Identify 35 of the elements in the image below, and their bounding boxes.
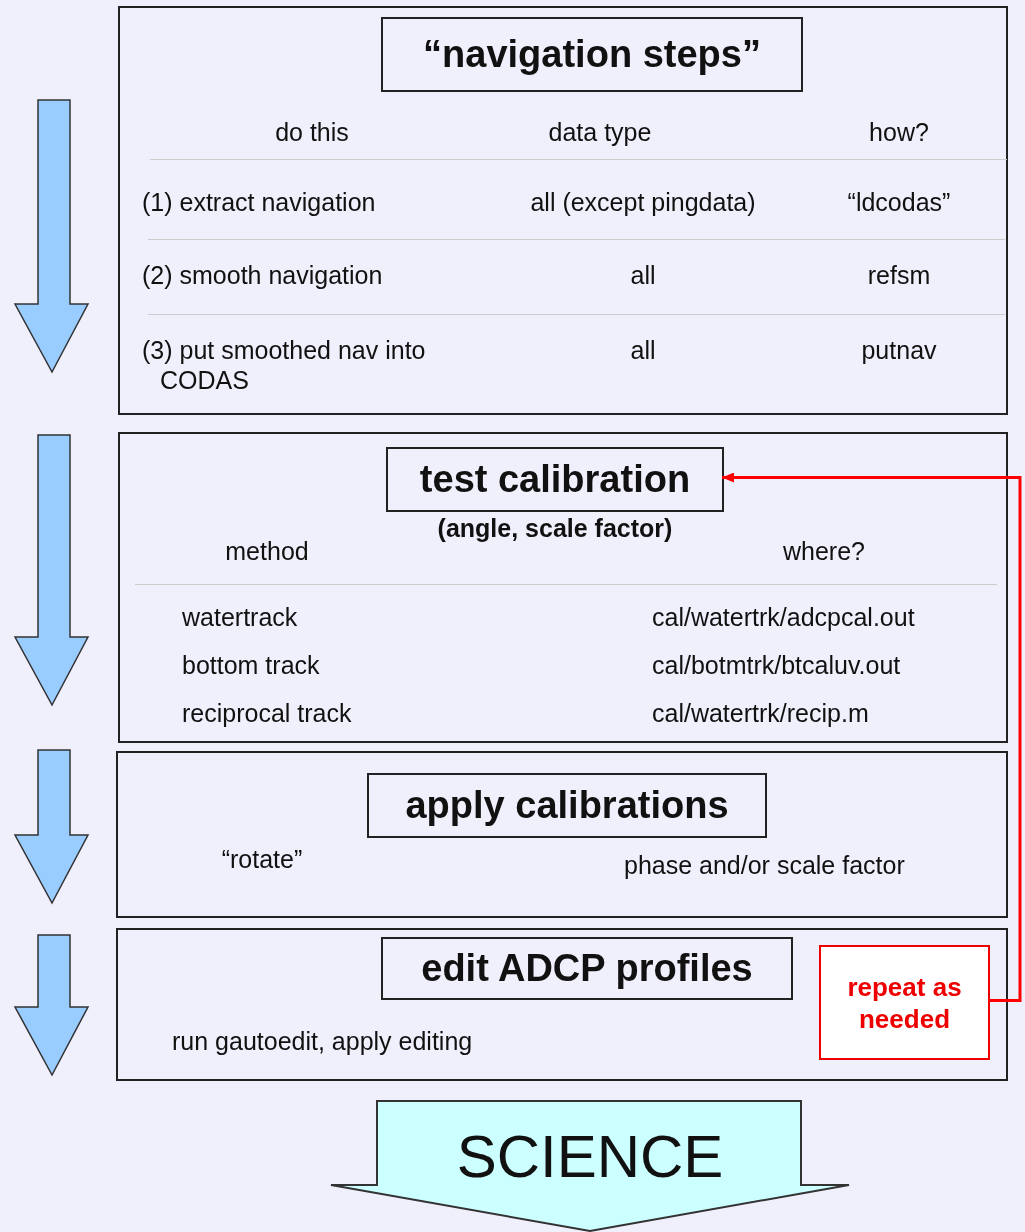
step-title: edit ADCP profiles — [381, 937, 793, 1000]
table-text: “rotate” — [220, 844, 304, 874]
table-text: refsm — [866, 260, 932, 290]
science-arrow: SCIENCE — [330, 1100, 850, 1232]
table-text: where? — [782, 536, 866, 566]
step-title: “navigation steps” — [381, 17, 803, 92]
table-text: phase and/or scale factor — [624, 850, 906, 880]
table-text: bottom track — [182, 650, 321, 680]
step-title: apply calibrations — [367, 773, 767, 838]
table-text: (1) extract navigation — [142, 187, 377, 217]
table-text: run gautoedit, apply editing — [172, 1026, 474, 1056]
table-text: (2) smooth navigation — [142, 260, 384, 290]
table-text: “ldcodas” — [846, 187, 952, 217]
step-panel — [116, 928, 1008, 1081]
table-text: (3) put smoothed nav into CODAS — [142, 335, 427, 395]
table-text: watertrack — [182, 602, 299, 632]
table-text: all (except pingdata) — [529, 187, 757, 217]
table-text: do this — [274, 117, 350, 147]
table-text: all — [629, 335, 657, 365]
table-text: cal/watertrk/adcpcal.out — [652, 602, 916, 632]
table-text: reciprocal track — [182, 698, 353, 728]
step-panel — [118, 6, 1008, 415]
step-panel — [118, 432, 1008, 743]
table-text: all — [629, 260, 657, 290]
table-text: putnav — [860, 335, 938, 365]
table-text: cal/botmtrk/btcaluv.out — [652, 650, 902, 680]
table-text: cal/watertrk/recip.m — [652, 698, 870, 728]
repeat-note: repeat as needed — [819, 945, 990, 1060]
table-text: how? — [868, 117, 930, 147]
table-text: data type — [547, 117, 653, 147]
step-title: test calibration — [386, 447, 724, 512]
feedback-arrow — [722, 472, 1022, 1002]
table-text: method — [224, 536, 310, 566]
step-panel — [116, 751, 1008, 918]
subtitle: (angle, scale factor) — [437, 514, 673, 543]
